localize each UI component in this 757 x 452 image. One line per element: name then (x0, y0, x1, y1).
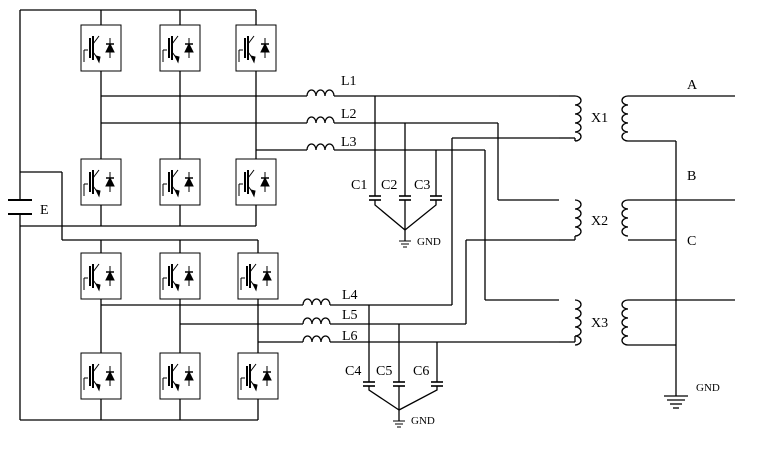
inductor-label-l6: L6 (342, 329, 358, 344)
inductor-label-l3: L3 (341, 135, 357, 150)
igbt-module (80, 252, 122, 300)
dc-source-label: E (40, 203, 49, 218)
inductor-label-l5: L5 (342, 308, 358, 323)
inductor-label-l4: L4 (342, 288, 358, 303)
transformer-label-x3: X3 (591, 316, 608, 331)
lower-filter-capacitors (362, 305, 444, 428)
igbt-module (80, 24, 122, 72)
transformer-label-x1: X1 (591, 111, 608, 126)
capacitor-label-c5: C5 (376, 364, 392, 379)
igbt-module (80, 352, 122, 400)
capacitor-c2 (398, 195, 412, 201)
upper-output-lines (101, 89, 559, 301)
capacitor-c6 (430, 381, 444, 387)
igbt-module (235, 24, 277, 72)
output-label-a: A (687, 78, 698, 93)
output-label-b: B (687, 169, 696, 184)
ground-label: GND (411, 415, 435, 427)
inductor-label-l2: L2 (341, 107, 357, 122)
transformer-x2 (559, 199, 629, 241)
transformer-x3 (559, 299, 629, 346)
ground-icon (398, 240, 412, 248)
capacitor-label-c4: C4 (345, 364, 361, 379)
igbt-module (159, 352, 201, 400)
ground-label: GND (417, 236, 441, 248)
igbt-module (159, 158, 201, 206)
capacitor-label-c2: C2 (381, 178, 397, 193)
dc-bus (8, 9, 258, 421)
transformer-label-x2: X2 (591, 214, 608, 229)
igbt-module (237, 352, 279, 400)
output-label-c: C (687, 234, 696, 249)
igbt-module (159, 24, 201, 72)
lower-output-lines (101, 137, 559, 343)
capacitor-c1 (368, 195, 382, 201)
ground-label: GND (696, 382, 720, 394)
capacitor-c5 (392, 381, 406, 387)
igbt-module (237, 252, 279, 300)
capacitor-c3 (429, 195, 443, 201)
inductor-label-l1: L1 (341, 74, 357, 89)
lower-inverter-bridge (80, 240, 279, 420)
igbt-module (235, 158, 277, 206)
secondary-outputs (628, 95, 735, 409)
capacitor-c4 (362, 381, 376, 387)
transformer-x1 (559, 95, 629, 142)
upper-inverter-bridge (80, 10, 277, 226)
capacitor-label-c6: C6 (413, 364, 429, 379)
igbt-module (159, 252, 201, 300)
upper-filter-capacitors (368, 96, 443, 248)
capacitor-label-c1: C1 (351, 178, 367, 193)
ground-icon (392, 420, 406, 428)
capacitor-label-c3: C3 (414, 178, 430, 193)
igbt-module (80, 158, 122, 206)
